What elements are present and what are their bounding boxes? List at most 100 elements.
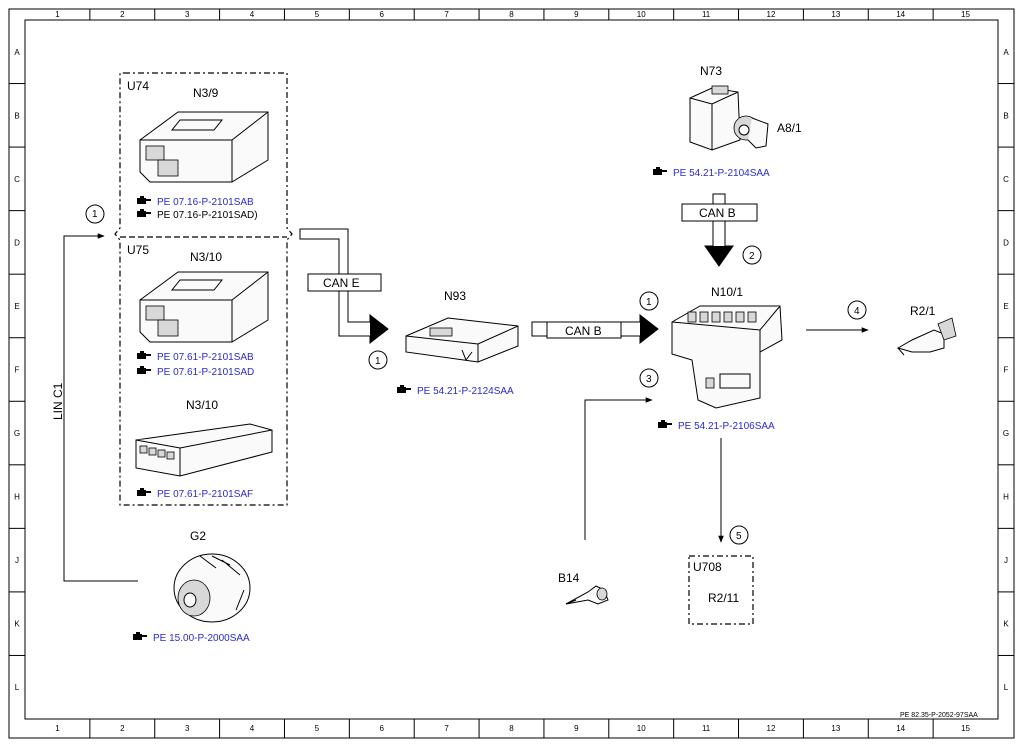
grid-row-label: B [14,111,19,120]
pointing-hand-icon [137,351,151,359]
pointing-hand-icon [137,488,151,496]
component-label-n3-9: N3/9 [193,86,219,100]
grid-column-label: 9 [574,10,579,19]
document-reference: PE 82.35-P-2052-97SAA [900,712,978,719]
group-label-u708: U708 [693,560,722,574]
transmitter-key-a8-1-icon [733,115,769,149]
grid-column-label: 11 [702,10,711,19]
grid-row-label: K [1003,620,1009,629]
grid-column-label: 3 [185,10,190,19]
central-gateway-n93-icon [405,317,519,363]
grid-column-label: 3 [185,724,190,733]
component-label-r2-1: R2/1 [910,304,936,318]
callout-circle [368,350,388,370]
callout-number: 4 [854,306,860,317]
callout-number: 1 [646,297,652,308]
grid-row-label: L [1004,683,1009,692]
callout-number: 5 [736,531,742,542]
grid-column-label: 4 [250,10,255,19]
grid-column-label: 13 [831,10,840,19]
grid-row-label: H [1003,493,1009,502]
bus-tag-can-b-top [681,203,758,222]
grid-column-label: 6 [380,724,385,733]
callout-circle [639,368,659,388]
bus-tag-can-b [546,321,622,339]
outer-frame [8,8,1015,739]
reference-link-n73[interactable]: PE 54.21-P-2104SAA [673,168,770,179]
grid-row-label: C [14,175,20,184]
grid-column-label: 10 [637,724,646,733]
temperature-sensor-b14-icon [565,585,609,605]
glow-plug-r2-1-icon [896,317,957,356]
reference-link-n10-1[interactable]: PE 54.21-P-2106SAA [678,421,775,432]
inner-frame [24,19,999,720]
callout-circle [847,300,867,320]
component-label-g2: G2 [190,529,206,543]
group-label-u74: U74 [127,79,149,93]
grid-row-label: A [1003,48,1009,57]
grid-column-label: 15 [961,724,970,733]
reference-link-g2[interactable]: PE 15.00-P-2000SAA [153,633,250,644]
component-label-n73: N73 [700,64,722,78]
reference-link-n93[interactable]: PE 54.21-P-2124SAA [417,386,514,397]
connection-from-b14 [584,397,653,540]
ignition-switch-n73-icon [689,85,741,151]
grid-marks: 1122334455667788991010111112121313141415… [9,9,1014,738]
grid-column-label: 8 [509,10,514,19]
grid-row-label: E [1003,302,1008,311]
grid-column-label: 7 [444,10,449,19]
reference-link-n3-10-b[interactable]: PE 07.61-P-2101SAD [157,367,254,378]
pointing-hand-icon [137,366,151,374]
grid-column-label: 2 [120,724,125,733]
can-b-vertical-arrowhead [705,246,733,266]
reference-link-n3-9-a[interactable]: PE 07.16-P-2101SAB [157,197,254,208]
lin-c1-connection [63,233,138,582]
component-label-n10-1: N10/1 [711,285,743,299]
grid-row-label: G [14,429,20,438]
grid-column-label: 12 [767,10,776,19]
grid-column-label: 11 [702,724,711,733]
pointing-hand-icon [133,632,147,640]
grid-column-label: 9 [574,724,579,733]
callout-number: 2 [749,251,755,262]
pointing-hand-icon [397,385,411,393]
bus-label-can-b: CAN B [565,324,602,338]
reference-link-n3-10-c[interactable]: PE 07.61-P-2101SAF [157,489,253,500]
callout-number: 1 [375,356,381,367]
engine-control-unit-n3-10-icon [139,271,269,343]
grid-column-label: 5 [315,724,320,733]
grid-column-label: 12 [767,724,776,733]
grid-row-label: L [15,683,20,692]
reference-link-n3-9-b[interactable]: PE 07.16-P-2101SAD) [157,210,258,221]
grid-row-label: A [14,48,20,57]
grid-row-label: C [1003,175,1009,184]
pointing-hand-icon [653,167,667,175]
component-label-r2-11: R2/11 [708,591,739,605]
callout-number: 1 [92,209,98,220]
bus-label-lin-c1: LIN C1 [51,382,65,420]
u74-u75-group-outline [114,72,293,506]
reference-link-n3-10-a[interactable]: PE 07.61-P-2101SAB [157,352,254,363]
group-label-u75: U75 [127,243,149,257]
callout-circle [639,291,659,311]
grid-column-label: 7 [444,724,449,733]
grid-row-label: K [14,620,20,629]
component-label-n93: N93 [444,289,466,303]
callout-circle [742,245,762,265]
grid-column-label: 10 [637,10,646,19]
grid-column-label: 1 [55,724,60,733]
component-label-n3-10-upper: N3/10 [190,250,222,264]
grid-column-label: 14 [896,724,905,733]
grid-row-label: B [1003,111,1008,120]
engine-control-unit-n3-10-alt-icon [135,423,273,477]
component-label-b14: B14 [558,571,580,585]
grid-column-label: 2 [120,10,125,19]
grid-row-label: G [1003,429,1009,438]
bus-label-can-e: CAN E [323,276,360,290]
callout-circle [729,525,749,545]
bus-label-can-b-top: CAN B [699,206,736,220]
grid-column-label: 6 [380,10,385,19]
u708-group-outline [688,555,754,625]
